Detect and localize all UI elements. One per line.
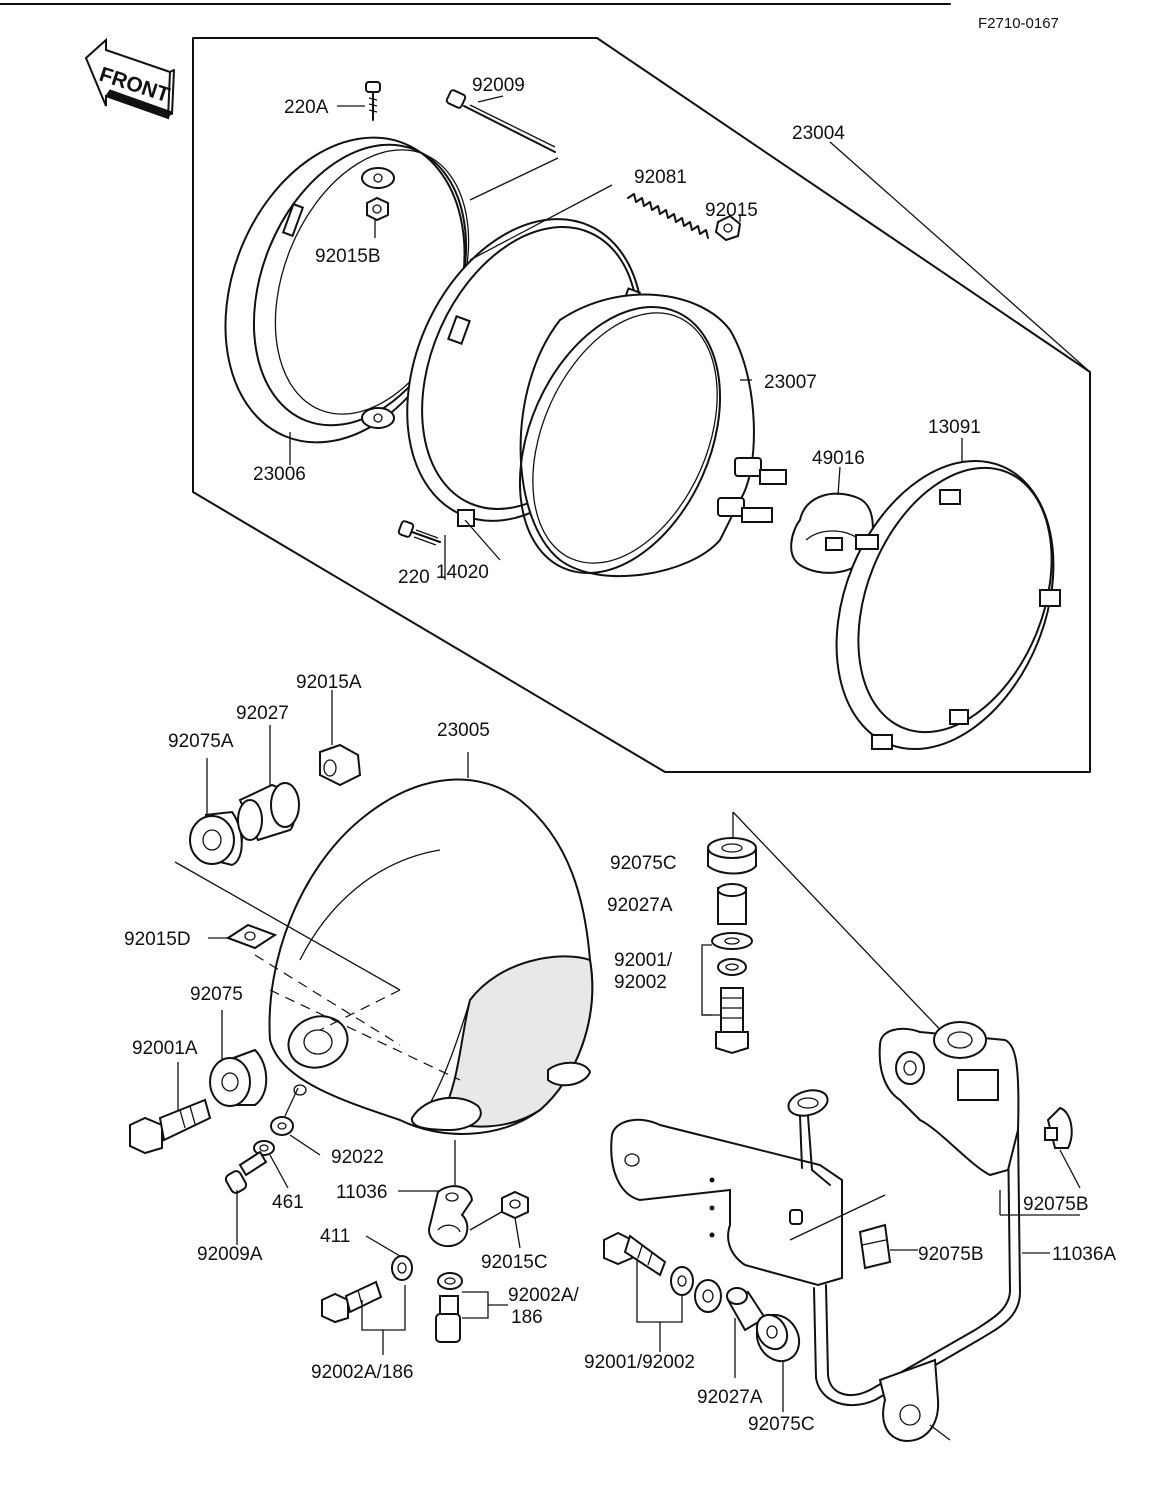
label-220A: 220A — [284, 97, 329, 118]
label-92015A: 92015A — [296, 672, 362, 693]
screw-220A — [365, 81, 381, 121]
label-92015B: 92015B — [315, 246, 381, 267]
label-23006: 23006 — [253, 464, 306, 485]
washer-92022 — [270, 1116, 294, 1136]
label-92027: 92027 — [236, 703, 289, 724]
nut-92015 — [714, 214, 742, 242]
label-11036A: 11036A — [1052, 1244, 1116, 1265]
bolt-top-stack — [715, 987, 749, 1055]
label-23005: 23005 — [437, 720, 490, 741]
grommet-92075B-mid — [858, 1223, 892, 1270]
label-92075B-mid: 92075B — [918, 1244, 984, 1265]
grommet-92075 — [209, 1048, 268, 1107]
mounting-ring-13091 — [835, 459, 1061, 751]
grommet-92075A — [189, 810, 243, 867]
washer-bottom-1 — [670, 1266, 694, 1296]
label-461: 461 — [272, 1192, 304, 1213]
screw-220 — [397, 520, 441, 546]
bracket-plate-left — [610, 1118, 843, 1287]
washer-92002A-center — [437, 1272, 463, 1290]
label-14020: 14020 — [436, 562, 489, 583]
label-92075B-right: 92075B — [1023, 1194, 1089, 1215]
spring-92081 — [627, 193, 709, 239]
front-arrow-icon: FRONT — [84, 37, 175, 120]
label-92001-92002: 92001/92002 — [584, 1352, 695, 1373]
washer-bottom-2 — [694, 1279, 722, 1313]
bracket-11036 — [428, 1185, 474, 1248]
bolt-186-center — [435, 1295, 461, 1343]
label-92075C-bottom: 92075C — [748, 1414, 815, 1435]
label-92081: 92081 — [634, 167, 687, 188]
bolt-92002A-186-left — [321, 1280, 383, 1324]
washer-92002-top — [717, 958, 747, 976]
bolt-92001-92002-bottom — [603, 1231, 667, 1277]
label-92015D: 92015D — [124, 929, 191, 950]
label-92075: 92075 — [190, 984, 243, 1005]
label-92002A-186-b: 92002A/186 — [311, 1362, 414, 1383]
collar-92027 — [237, 782, 300, 842]
label-92015: 92015 — [705, 200, 758, 221]
label-92002A-186-a: 92002A/ — [508, 1285, 580, 1306]
screw-92009 — [445, 89, 556, 153]
label-92001-top: 92001/ — [614, 950, 673, 971]
clip-92015D — [225, 923, 278, 950]
nut-92015A — [319, 743, 362, 787]
label-92022: 92022 — [331, 1147, 384, 1168]
bolt-92001A — [129, 1098, 212, 1155]
drawing-code: F2710-0167 — [978, 15, 1059, 32]
assembly-23004-outline — [192, 37, 1091, 773]
label-23007: 23007 — [764, 372, 817, 393]
label-92009: 92009 — [472, 75, 525, 96]
label-92027A-top: 92027A — [607, 895, 673, 916]
label-411: 411 — [320, 1226, 350, 1247]
bracket-rod-11036A — [813, 1127, 1021, 1442]
label-92002-top: 92002 — [614, 972, 667, 993]
washer-411 — [391, 1255, 413, 1281]
grommet-92075C-bottom — [755, 1313, 801, 1363]
label-92015C: 92015C — [481, 1252, 548, 1273]
key-rod — [787, 1089, 831, 1186]
nut-92015B — [366, 196, 389, 222]
label-11036: 11036 — [336, 1182, 387, 1203]
label-186: 186 — [511, 1307, 543, 1328]
socket-49016 — [790, 492, 874, 574]
label-92075C-top: 92075C — [610, 853, 677, 874]
nut-92015C — [501, 1190, 529, 1220]
label-23004: 23004 — [792, 123, 845, 144]
label-49016: 49016 — [812, 448, 865, 469]
label-13091: 13091 — [928, 417, 981, 438]
label-92075A: 92075A — [168, 731, 234, 752]
label-92001A: 92001A — [132, 1038, 198, 1059]
headlight-housing-23005 — [268, 778, 594, 1135]
grommet-92075C-top — [707, 837, 757, 875]
washer-92001-top — [711, 932, 753, 950]
label-92009A: 92009A — [197, 1244, 263, 1265]
bracket-plate-right — [878, 1021, 1020, 1177]
sealed-beam-23007 — [518, 293, 787, 578]
label-92027A-bottom: 92027A — [697, 1387, 763, 1408]
grommet-92075B-right — [1044, 1106, 1073, 1149]
label-220: 220 — [398, 567, 430, 588]
screw-92009A — [224, 1150, 268, 1194]
collar-92027A-top — [717, 883, 747, 925]
